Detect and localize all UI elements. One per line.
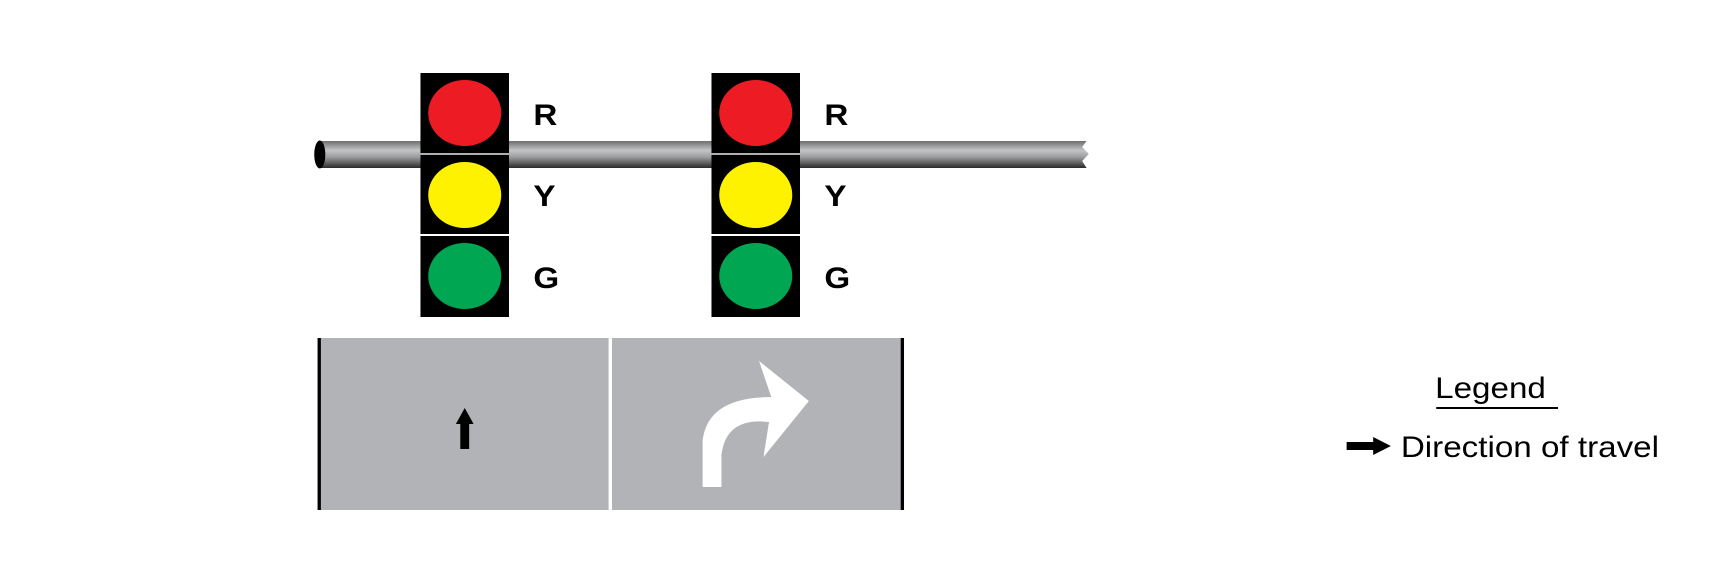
- lane-divider: [608, 338, 612, 510]
- road-edge-right: [900, 338, 905, 510]
- red-light: [428, 80, 502, 146]
- light-label-red: R: [824, 98, 848, 132]
- yellow-light: [428, 162, 502, 228]
- legend: Legend Direction of travel: [1346, 371, 1659, 464]
- green-light: [719, 243, 793, 309]
- green-light: [428, 243, 502, 309]
- light-label-red: R: [533, 98, 557, 132]
- right-turn-arrow-icon: [702, 361, 809, 487]
- light-label-yellow: Y: [824, 179, 846, 213]
- light-label-green: G: [533, 261, 559, 295]
- red-light: [719, 80, 793, 146]
- light-label-yellow: Y: [533, 179, 555, 213]
- roadway: [317, 338, 905, 510]
- arrow-right-icon: [1346, 437, 1391, 455]
- yellow-light: [719, 162, 793, 228]
- straight-arrow-icon: [455, 408, 474, 449]
- legend-title: Legend: [1435, 371, 1546, 405]
- legend-item-direction-of-travel: Direction of travel: [1401, 430, 1659, 464]
- road-edge-left: [317, 338, 321, 510]
- lane-right-turn: [611, 338, 903, 510]
- signal-head-2: R Y G: [711, 73, 850, 317]
- mast-arm: [314, 140, 1089, 169]
- signal-head-1: R Y G: [420, 73, 559, 317]
- light-label-green: G: [824, 261, 850, 295]
- legend-underline: [1436, 407, 1558, 409]
